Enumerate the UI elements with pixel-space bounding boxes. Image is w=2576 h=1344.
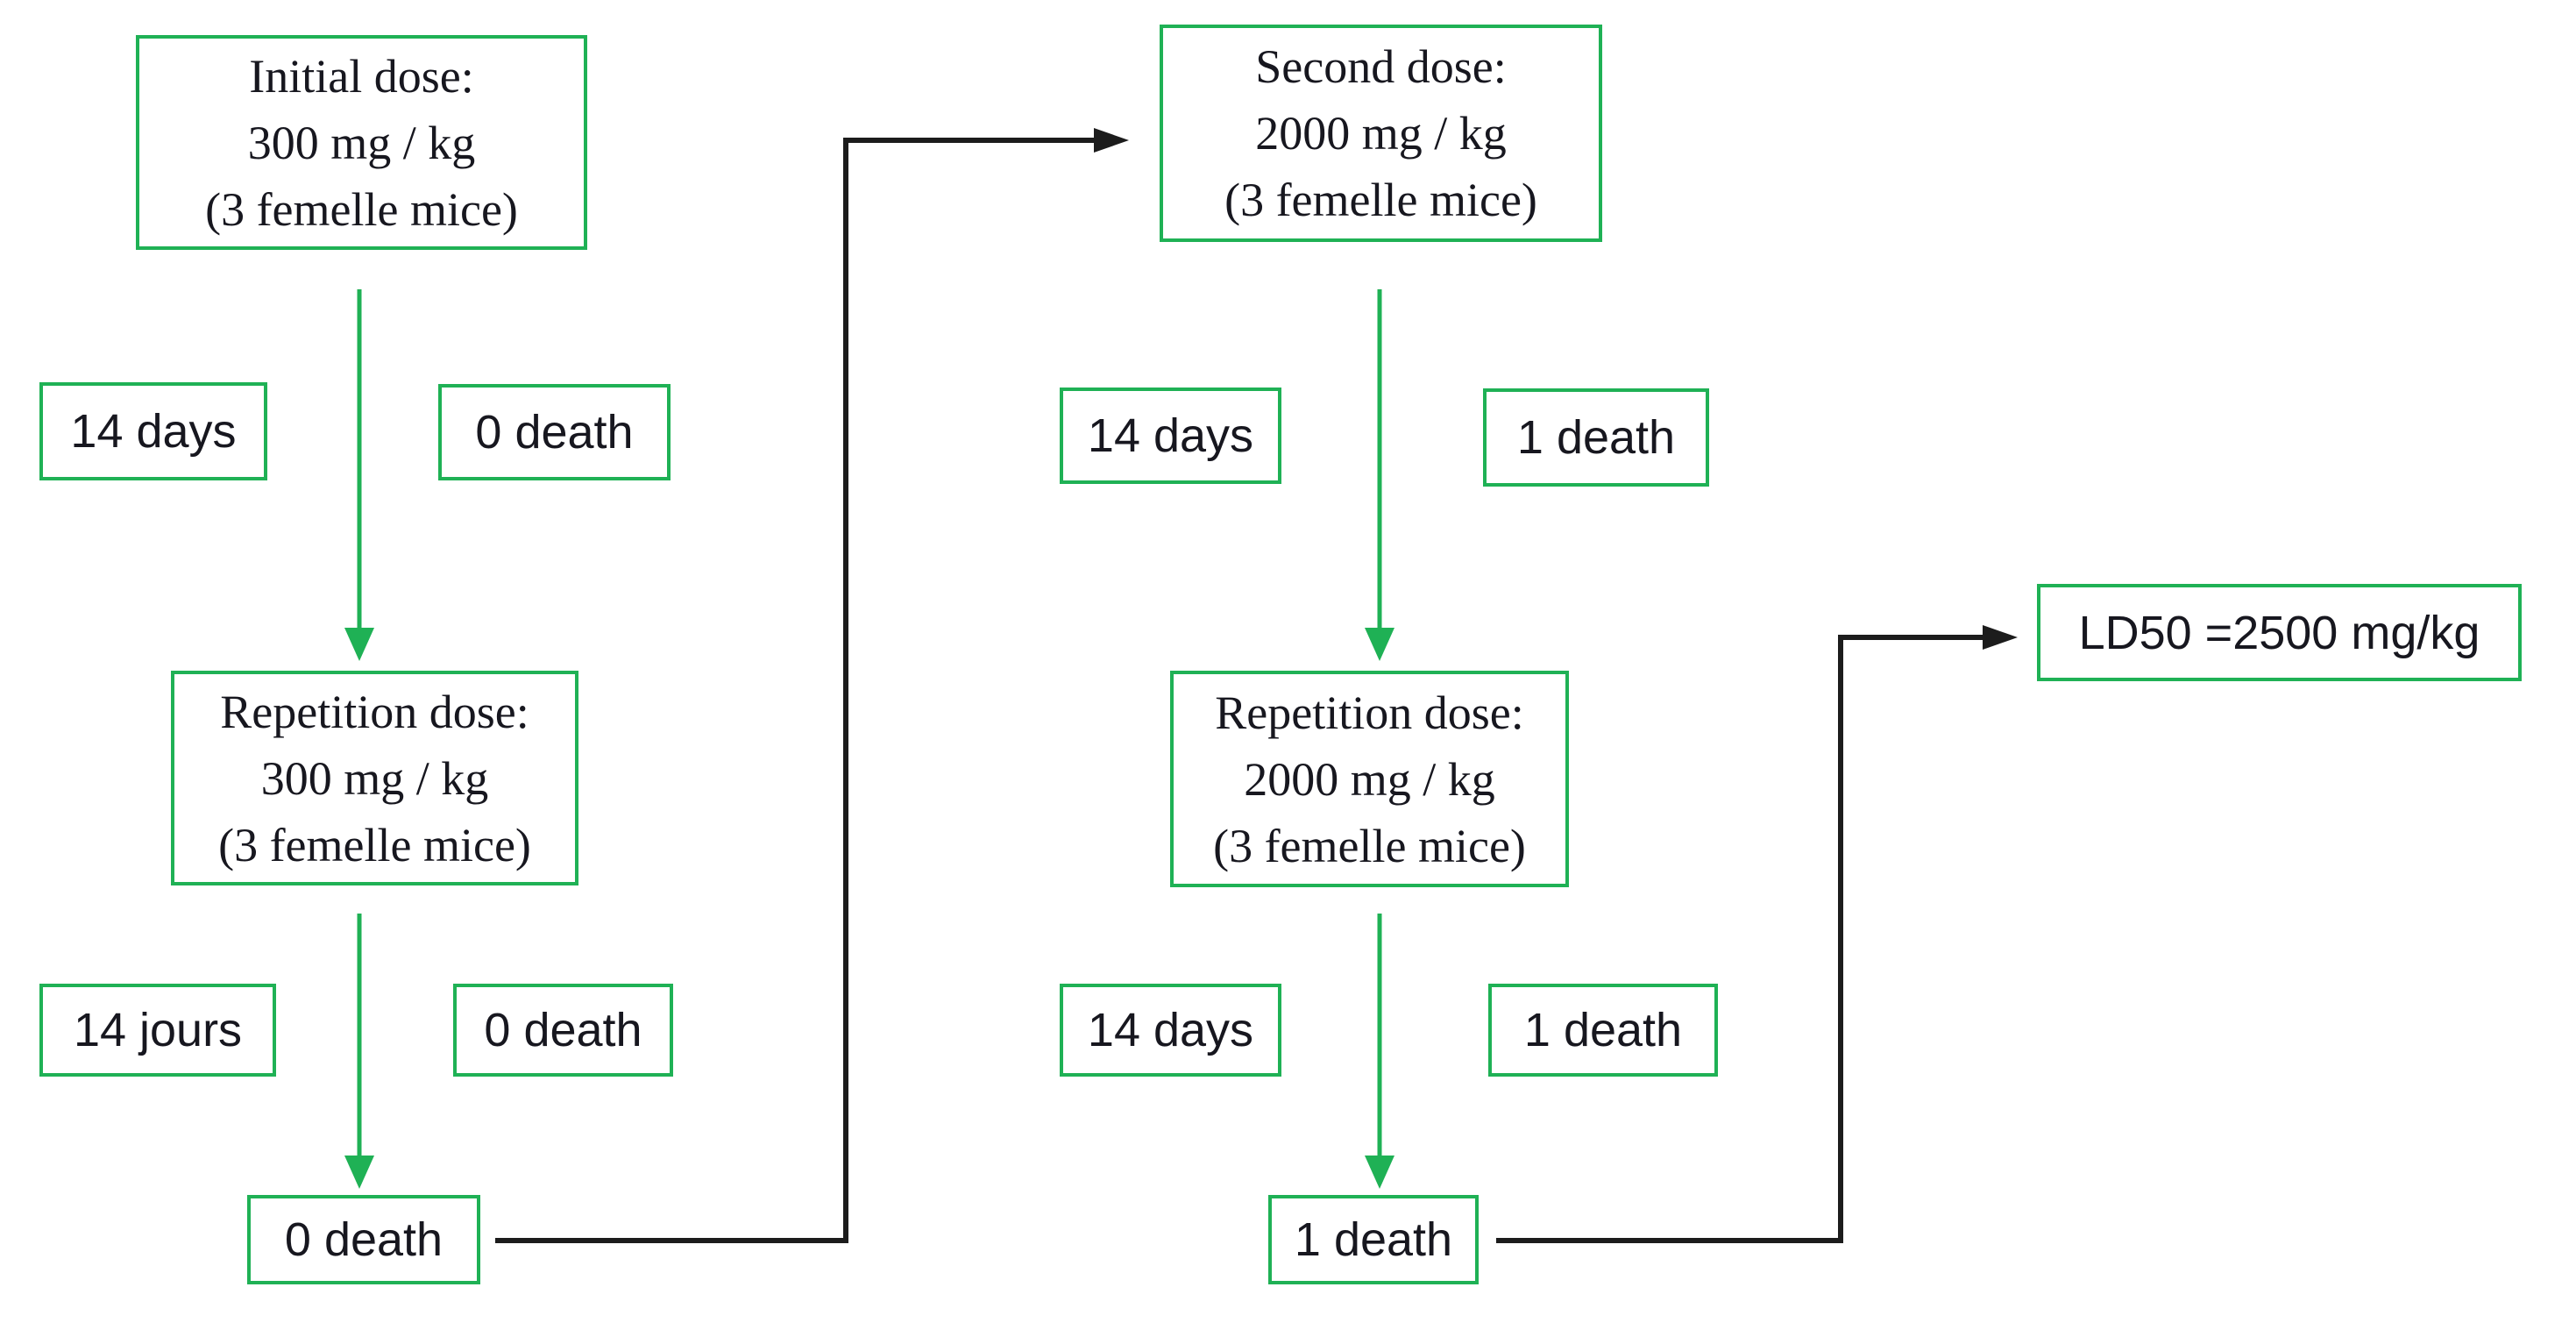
second-dose-line2: 2000 mg / kg bbox=[1255, 107, 1507, 160]
result-left-label: 0 death bbox=[284, 1213, 444, 1266]
arrow-second-to-repetition-mid bbox=[1365, 289, 1394, 661]
duration-left-2-label: 14 jours bbox=[73, 1004, 243, 1056]
repetition-dose-left-line1: Repetition dose: bbox=[220, 685, 529, 738]
node-ld50-result: LD50 =2500 mg/kg bbox=[2037, 584, 2522, 681]
connector-result-left-to-second-dose bbox=[495, 128, 1129, 1243]
node-second-dose: Second dose: 2000 mg / kg (3 femelle mic… bbox=[1160, 25, 1602, 242]
duration-left-1-label: 14 days bbox=[70, 405, 237, 458]
outcome-mid-1-label: 1 death bbox=[1516, 411, 1676, 464]
node-result-left: 0 death bbox=[247, 1195, 480, 1284]
arrow-initial-to-repetition-left bbox=[344, 289, 374, 661]
node-outcome-left-2: 0 death bbox=[453, 984, 673, 1077]
node-outcome-mid-1: 1 death bbox=[1483, 388, 1709, 487]
node-duration-mid-1: 14 days bbox=[1060, 388, 1281, 484]
node-duration-left-1: 14 days bbox=[39, 382, 267, 480]
node-duration-left-2: 14 jours bbox=[39, 984, 276, 1077]
outcome-left-2-label: 0 death bbox=[484, 1004, 642, 1056]
node-result-mid: 1 death bbox=[1268, 1195, 1479, 1284]
node-duration-mid-2: 14 days bbox=[1060, 984, 1281, 1077]
outcome-left-1-label: 0 death bbox=[475, 406, 634, 459]
arrow-repetition-left-to-result-left bbox=[344, 914, 374, 1189]
repetition-dose-left-line2: 300 mg / kg bbox=[260, 751, 489, 805]
node-repetition-dose-mid: Repetition dose: 2000 mg / kg (3 femelle… bbox=[1170, 671, 1569, 887]
node-outcome-left-1: 0 death bbox=[438, 384, 671, 480]
outcome-mid-2-label: 1 death bbox=[1523, 1004, 1683, 1056]
repetition-dose-mid-line3: (3 femelle mice) bbox=[1213, 819, 1526, 872]
node-initial-dose: Initial dose: 300 mg / kg (3 femelle mic… bbox=[136, 35, 587, 250]
repetition-dose-mid-line1: Repetition dose: bbox=[1215, 686, 1524, 739]
second-dose-line1: Second dose: bbox=[1255, 40, 1507, 93]
node-repetition-dose-left: Repetition dose: 300 mg / kg (3 femelle … bbox=[171, 671, 578, 885]
duration-mid-2-label: 14 days bbox=[1087, 1004, 1254, 1056]
duration-mid-1-label: 14 days bbox=[1087, 409, 1254, 462]
initial-dose-line1: Initial dose: bbox=[249, 49, 474, 103]
second-dose-line3: (3 femelle mice) bbox=[1224, 174, 1537, 226]
arrow-repetition-mid-to-result-mid bbox=[1365, 914, 1394, 1189]
connector-result-mid-to-ld50 bbox=[1496, 625, 2018, 1243]
repetition-dose-mid-line2: 2000 mg / kg bbox=[1244, 752, 1495, 806]
repetition-dose-left-line3: (3 femelle mice) bbox=[218, 818, 531, 871]
ld50-label: LD50 =2500 mg/kg bbox=[2078, 606, 2480, 659]
result-mid-label: 1 death bbox=[1294, 1213, 1453, 1266]
initial-dose-line2: 300 mg / kg bbox=[247, 116, 476, 169]
node-outcome-mid-2: 1 death bbox=[1488, 984, 1718, 1077]
initial-dose-line3: (3 femelle mice) bbox=[205, 182, 518, 236]
